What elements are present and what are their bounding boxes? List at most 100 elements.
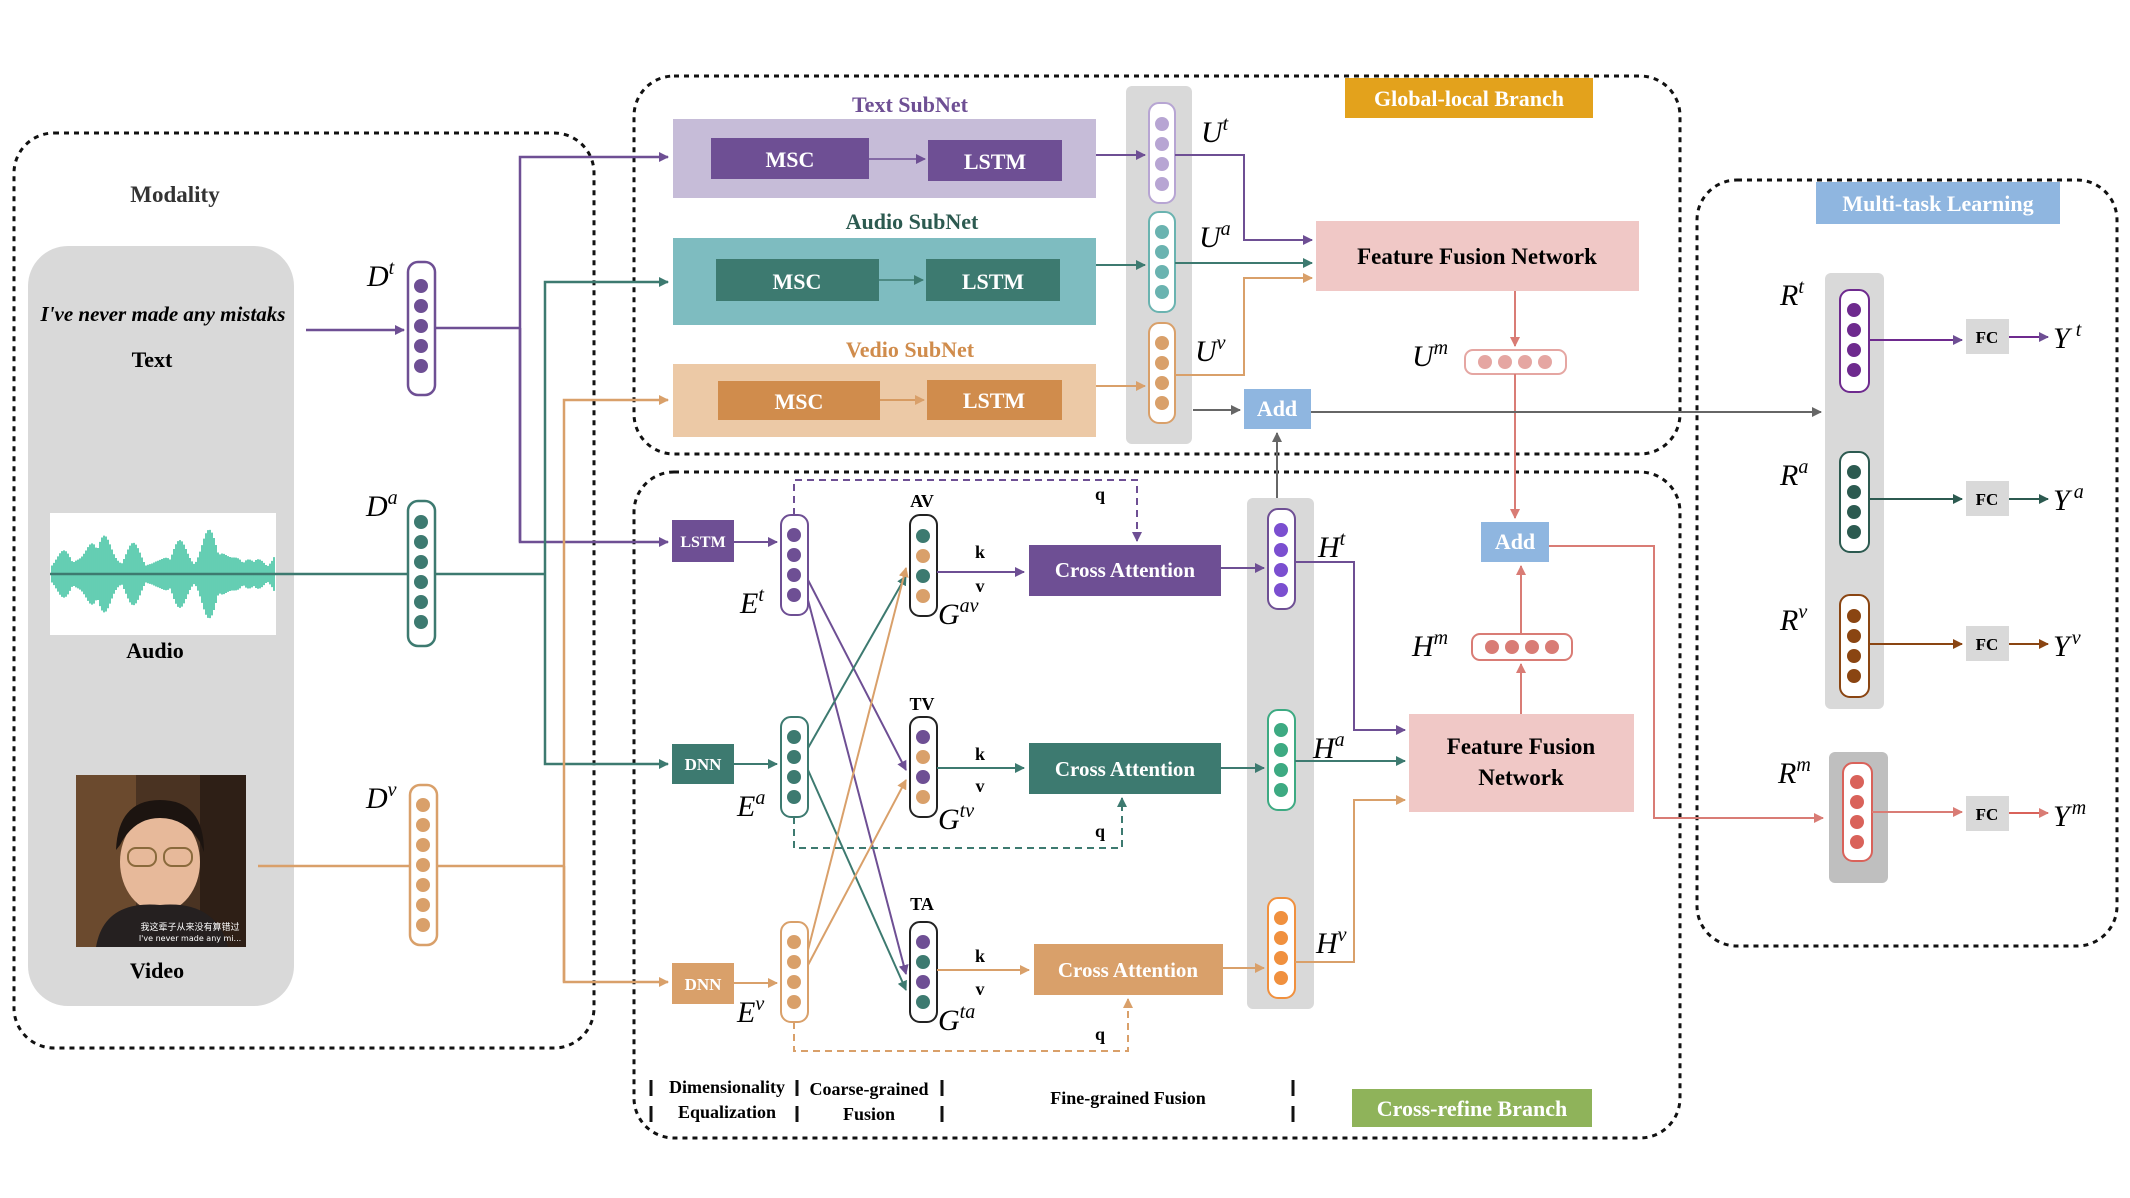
fc-audio: [1966, 481, 2009, 516]
vector-dot: [787, 770, 801, 784]
video-msc-label: MSC: [775, 389, 824, 414]
vector-dot: [787, 528, 801, 542]
rt-vector: [1839, 289, 1870, 393]
dv-vector: [408, 783, 439, 947]
vector-dot: [1847, 629, 1861, 643]
vector-dot: [1155, 285, 1169, 299]
video-subtitle-cn: 我这辈子从来没有算错过: [140, 921, 239, 933]
q-audio: q: [1095, 821, 1105, 841]
ea-q-dashed: [793, 797, 1127, 849]
fc-video-label: FC: [1976, 635, 1999, 654]
cross-dnn-audio-label: DNN: [685, 755, 723, 774]
rv-vector: [1839, 594, 1870, 698]
gav-label: Gav: [938, 595, 979, 631]
vector-dot: [1847, 669, 1861, 683]
hv-to-cross-ffn: [1295, 795, 1406, 963]
cross-attention-tv-label: Cross Attention: [1055, 757, 1196, 781]
gtv-k: k: [975, 744, 985, 764]
vector-dot: [1274, 931, 1288, 945]
video-subtitle-en: I've never made any mi...: [139, 934, 241, 943]
vector-dot: [1545, 640, 1559, 654]
rm-label: Rm: [1777, 754, 1811, 790]
video-label: Video: [130, 958, 184, 983]
vector-dot: [787, 995, 801, 1009]
stage2-line1: Coarse-grained: [810, 1079, 929, 1099]
cross-attention-av: [1029, 545, 1221, 596]
ev-to-gtv: [807, 779, 907, 966]
vector-dot: [1498, 355, 1512, 369]
da-vector: [406, 499, 437, 648]
cross-attention-ta: [1034, 944, 1223, 995]
video-msc-block: [718, 381, 880, 420]
vector-dot: [916, 730, 930, 744]
ev-to-gav: [807, 567, 909, 951]
audio-msc-block: [716, 259, 879, 301]
vector-dot: [1274, 783, 1288, 797]
vector-dot: [416, 898, 430, 912]
cross-add-box: [1481, 522, 1549, 562]
cross-branch-tag-text: Cross-refine Branch: [1377, 1096, 1567, 1121]
uv-vector: [1148, 322, 1176, 424]
vector-dot: [916, 975, 930, 989]
global-branch-frame: [632, 74, 1682, 456]
ut-to-ffn: [1175, 154, 1313, 245]
multitask-tag: [1816, 182, 2060, 224]
vector-dot: [1850, 795, 1864, 809]
da-label: Da: [365, 487, 398, 523]
global-add-label: Add: [1257, 396, 1297, 421]
vector-dot: [1847, 505, 1861, 519]
vector-dot: [787, 568, 801, 582]
vector-dot: [414, 595, 428, 609]
vector-dot: [416, 798, 430, 812]
dt-vector: [406, 260, 437, 397]
ut-vector: [1148, 102, 1176, 204]
vector-dot: [1274, 763, 1288, 777]
vector-dot: [414, 575, 428, 589]
gta-vector: [909, 921, 938, 1023]
et-q-dashed: [793, 479, 1142, 542]
vector-dot: [787, 955, 801, 969]
vector-dot: [787, 790, 801, 804]
ea-label: Ea: [736, 787, 765, 823]
vector-dot: [787, 750, 801, 764]
vector-dot: [1274, 971, 1288, 985]
stage3-label: Fine-grained Fusion: [1050, 1088, 1206, 1108]
vector-dot: [1274, 911, 1288, 925]
vector-dot: [416, 878, 430, 892]
cross-dnn-video-label: DNN: [685, 975, 723, 994]
vector-dot: [1155, 356, 1169, 370]
cross-attention-av-label: Cross Attention: [1055, 558, 1196, 582]
vector-dot: [1155, 137, 1169, 151]
text-msc-label: MSC: [766, 147, 815, 172]
stage-dividers: [649, 1080, 1295, 1122]
text-subnet-title: Text SubNet: [852, 92, 969, 117]
hm-vector: [1471, 633, 1573, 661]
multitask-tag-text: Multi-task Learning: [1842, 191, 2033, 216]
vector-dot: [787, 975, 801, 989]
vector-dot: [1155, 265, 1169, 279]
vector-dot: [1847, 363, 1861, 377]
vector-dot: [1850, 815, 1864, 829]
gtv-v: v: [976, 776, 985, 796]
vector-dot: [416, 838, 430, 852]
gtv-label: Gtv: [938, 800, 974, 836]
av-label: AV: [910, 491, 934, 511]
fc-text-label: FC: [1976, 328, 1999, 347]
cross-ffn-label-1: Feature Fusion: [1447, 734, 1596, 759]
global-ffn-label: Feature Fusion Network: [1357, 244, 1597, 269]
hv-vector: [1267, 897, 1296, 999]
ut-label: Ut: [1201, 113, 1229, 149]
audio-lstm-label: LSTM: [962, 269, 1025, 294]
ea-to-gav: [807, 575, 907, 749]
gtv-vector: [909, 716, 938, 818]
cross-branch-frame: [632, 470, 1682, 1140]
dv-to-cross-dnn: [562, 866, 669, 987]
um-vector: [1464, 349, 1567, 375]
cross-attention-ta-label: Cross Attention: [1058, 958, 1199, 982]
vector-dot: [916, 750, 930, 764]
ta-label: TA: [910, 894, 934, 914]
ra-label: Ra: [1779, 456, 1808, 492]
ht-vector: [1267, 508, 1296, 610]
